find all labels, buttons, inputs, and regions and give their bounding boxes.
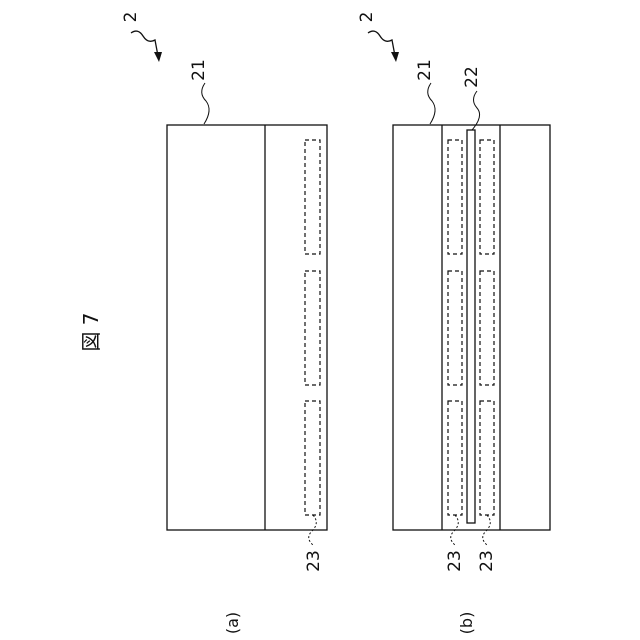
dashed-element-b-right-2 [480, 271, 494, 385]
ref-2-leader-arrow [131, 31, 158, 56]
figure-title: 図 7 [79, 312, 103, 351]
ref-23-label-a: 23 [304, 550, 324, 572]
panel-b: 2 21 22 23 23 (b) [357, 12, 550, 635]
center-strip [467, 130, 475, 523]
dashed-element-b-right-1 [480, 140, 494, 254]
dashed-element-b-left-1 [448, 140, 462, 254]
ref-21-leader [202, 83, 209, 124]
body-outline-a [167, 125, 327, 530]
dashed-element-a-3 [305, 401, 320, 515]
ref-2-arrowhead [154, 52, 162, 62]
dashed-element-b-left-2 [448, 271, 462, 385]
ref-2-label: 2 [121, 12, 141, 23]
ref-22-leader [472, 91, 480, 130]
ref-23-label-b-right: 23 [477, 550, 497, 572]
ref-23-label-b-left: 23 [445, 550, 465, 572]
dashed-element-b-right-3 [480, 401, 494, 515]
dashed-element-b-left-3 [448, 401, 462, 515]
dashed-element-a-1 [305, 140, 320, 254]
ref-2-label-b: 2 [357, 12, 377, 23]
dashed-element-a-2 [305, 271, 320, 385]
caption-b: (b) [457, 612, 476, 635]
panel-a: 2 21 23 (a) [121, 12, 327, 635]
ref-21-label-b: 21 [415, 59, 435, 81]
ref-21-leader-b [428, 83, 435, 124]
ref-22-label: 22 [462, 66, 482, 88]
ref-2-leader-arrow-b [368, 31, 395, 56]
ref-2-arrowhead-b [391, 52, 399, 62]
ref-21-label: 21 [189, 59, 209, 81]
caption-a: (a) [223, 612, 242, 634]
